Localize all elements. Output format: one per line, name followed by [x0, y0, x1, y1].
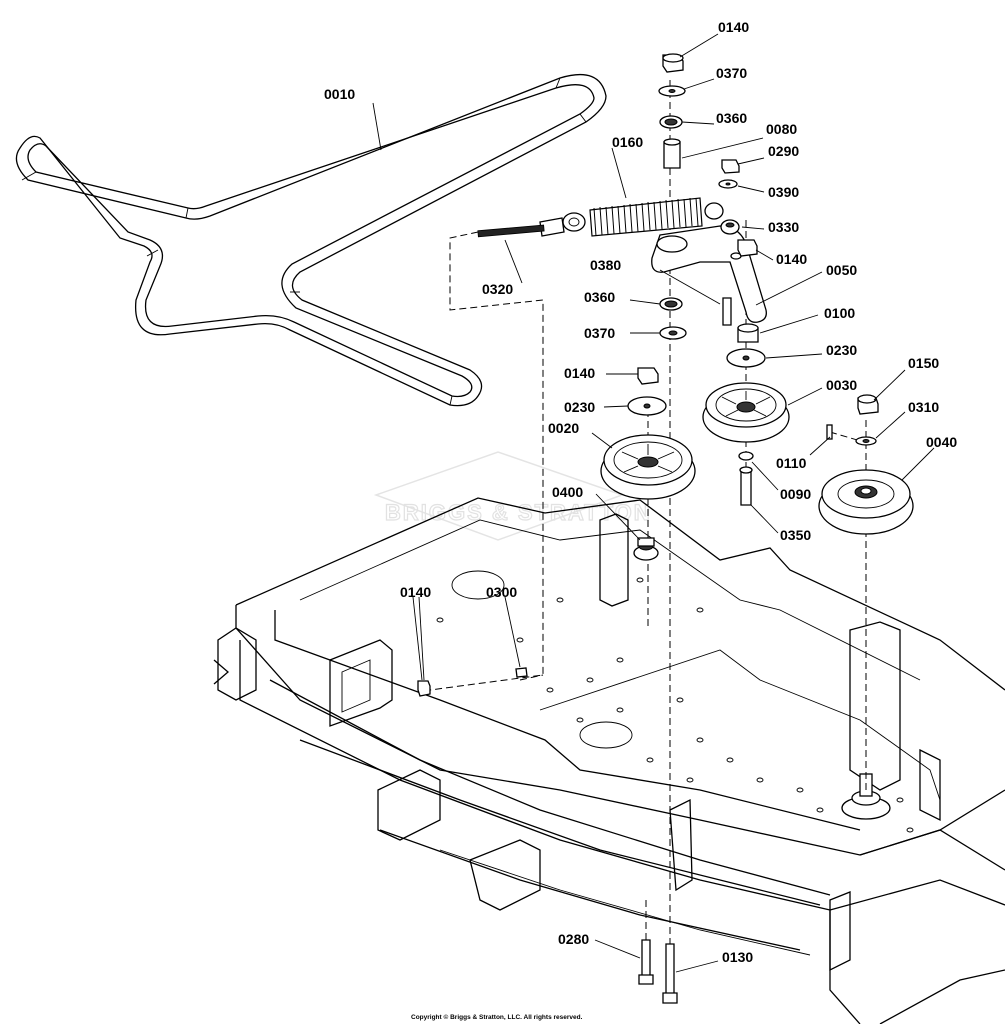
callout-0130: 0130: [722, 949, 753, 965]
callout-0020: 0020: [548, 420, 579, 436]
callout-0290: 0290: [768, 143, 799, 159]
callout-0230-right: 0230: [826, 342, 857, 358]
leader-lines: [372, 33, 935, 973]
mower-deck: [213, 497, 1005, 1024]
callout-0310: 0310: [908, 399, 939, 415]
idler-spring: [562, 197, 724, 237]
eyebolt: [477, 217, 565, 238]
callout-0030: 0030: [826, 377, 857, 393]
callout-0230-left: 0230: [564, 399, 595, 415]
callout-0330: 0330: [768, 219, 799, 235]
callout-0090: 0090: [780, 486, 811, 502]
deck-bolts: [638, 939, 678, 1004]
callout-0360-top: 0360: [716, 110, 747, 126]
callout-0140-top: 0140: [718, 19, 749, 35]
callout-0300: 0300: [486, 584, 517, 600]
drive-belt: [15, 74, 607, 407]
callout-0350: 0350: [780, 527, 811, 543]
callout-0140-deck: 0140: [400, 584, 431, 600]
callout-0140-left: 0140: [564, 365, 595, 381]
idler-pulley-lower: [600, 434, 696, 500]
callout-labels: 0140 0370 0360 0080 0160 0290 0390 0330 …: [324, 19, 957, 965]
callout-0100: 0100: [824, 305, 855, 321]
deck-hardware: [417, 667, 528, 697]
callout-0370-top: 0370: [716, 65, 747, 81]
callout-0050: 0050: [826, 262, 857, 278]
callout-0370-mid: 0370: [584, 325, 615, 341]
callout-0040: 0040: [926, 434, 957, 450]
hardware-stack-top: [627, 53, 766, 416]
callout-0390: 0390: [768, 184, 799, 200]
callout-0110: 0110: [776, 455, 807, 471]
idler-pulley-upper: [702, 382, 790, 443]
copyright-notice: Copyright © Briggs & Stratton, LLC. All …: [411, 1013, 583, 1021]
deck-bushing: [633, 537, 659, 561]
callout-0360-mid: 0360: [584, 289, 615, 305]
callout-0380: 0380: [590, 257, 621, 273]
spindle-pulley: [818, 469, 914, 535]
callout-0150: 0150: [908, 355, 939, 371]
callout-0080: 0080: [766, 121, 797, 137]
callout-0280: 0280: [558, 931, 589, 947]
callout-0160: 0160: [612, 134, 643, 150]
pulley-bolt: [738, 451, 754, 506]
callout-0400: 0400: [552, 484, 583, 500]
callout-0320: 0320: [482, 281, 513, 297]
spindle-hardware: [826, 394, 879, 446]
callout-0010: 0010: [324, 86, 355, 102]
callout-0140-arm: 0140: [776, 251, 807, 267]
